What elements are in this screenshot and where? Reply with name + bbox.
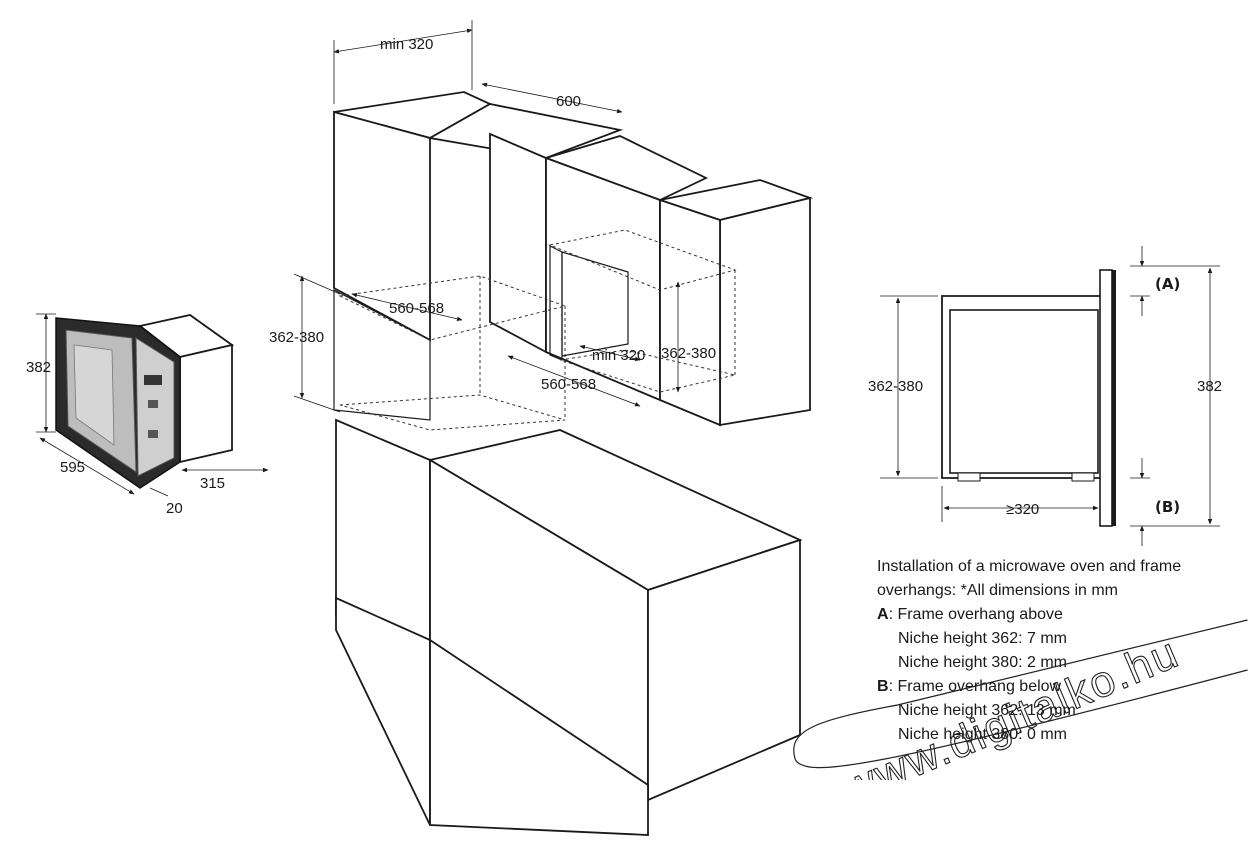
cabinet-dimension-lines (293, 20, 681, 413)
unit-frame-label: 20 (166, 500, 183, 517)
overhang-a-label: (A) (1155, 275, 1180, 293)
notes-b-line1: Niche height 362: 13 mm (898, 702, 1076, 719)
section-niche-height-label: 362-380 (868, 378, 923, 395)
unit-depth-label: 315 (200, 475, 225, 492)
overhang-b-label: (B) (1155, 498, 1180, 516)
cabinet-top-width-label: min 320 (380, 36, 433, 53)
niche-depth-label-left: 560-568 (389, 300, 444, 317)
section-depth-label: ≥320 (1006, 501, 1039, 518)
niche-height-label-left: 362-380 (269, 329, 324, 346)
notes-intro-line2: overhangs: *All dimensions in mm (877, 582, 1118, 599)
section-total-height-label: 382 (1197, 378, 1222, 395)
notes-b-heading: B: Frame overhang below (877, 675, 1247, 699)
unit-height-label: 382 (26, 359, 51, 376)
notes-a-line1: Niche height 362: 7 mm (898, 630, 1067, 647)
niche-width-label-right: 560-568 (541, 376, 596, 393)
notes-b-title: : Frame overhang below (888, 678, 1062, 695)
cabinet-drawing (333, 91, 814, 836)
notes-b-key: B (877, 678, 889, 695)
niche-height-label-right: 362-380 (661, 345, 716, 362)
notes-a-heading: A: Frame overhang above (877, 603, 1247, 627)
microwave-unit-drawing (55, 314, 235, 489)
microwave-dimension-lines (36, 313, 269, 497)
notes-a-key: A (877, 606, 889, 623)
niche-depth-label-right: min 320 (592, 347, 645, 364)
installation-notes: Installation of a microwave oven and fra… (877, 555, 1247, 747)
notes-intro-line1: Installation of a microwave oven and fra… (877, 558, 1182, 575)
side-section-drawing (941, 269, 1116, 527)
side-section-dimension-lines (880, 246, 1220, 546)
cabinet-top-depth-label: 600 (556, 93, 581, 110)
notes-b-line2: Niche height 380: 0 mm (898, 726, 1067, 743)
unit-width-label: 595 (60, 459, 85, 476)
notes-a-line2: Niche height 380: 2 mm (898, 654, 1067, 671)
notes-a-title: : Frame overhang above (888, 606, 1063, 623)
